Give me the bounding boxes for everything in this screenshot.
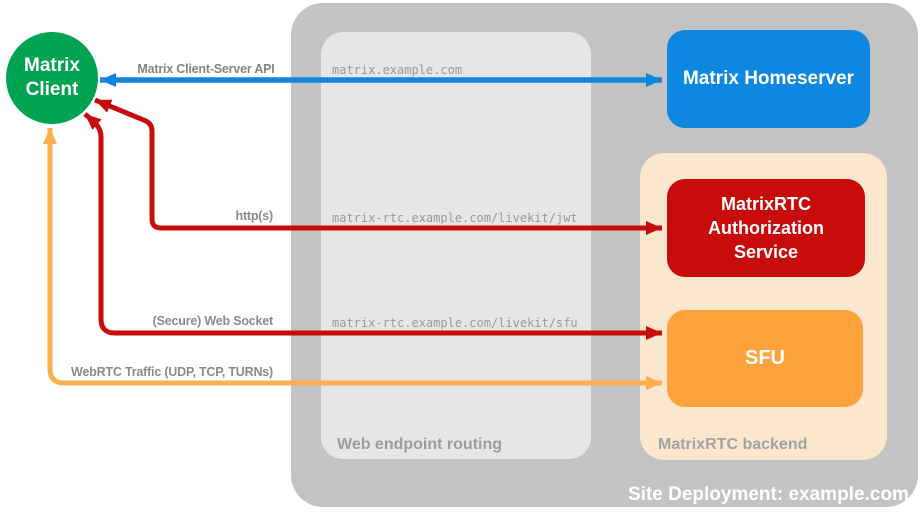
matrixrtc-auth-service-node: MatrixRTC Authorization Service	[667, 179, 865, 277]
route-matrix-example-com: matrix.example.com	[332, 63, 463, 77]
matrix-client-label: Matrix Client	[24, 55, 80, 100]
matrix-client-node: Matrix Client	[6, 32, 98, 124]
matrix-homeserver-label: Matrix Homeserver	[682, 68, 855, 89]
web-endpoint-routing-caption: Web endpoint routing	[337, 436, 503, 453]
arrow-label-web-socket: (Secure) Web Socket	[152, 314, 274, 328]
matrix-homeserver-node: Matrix Homeserver	[667, 30, 870, 128]
arrow-label-https: http(s)	[235, 209, 274, 223]
route-livekit-jwt: matrix-rtc.example.com/livekit/jwt	[332, 211, 578, 225]
route-livekit-sfu: matrix-rtc.example.com/livekit/sfu	[332, 316, 578, 330]
sfu-label: SFU	[745, 347, 785, 369]
arrow-label-webrtc-traffic: WebRTC Traffic (UDP, TCP, TURNs)	[71, 365, 273, 379]
web-endpoint-routing-panel	[321, 32, 591, 459]
sfu-node: SFU	[667, 310, 863, 407]
matrixrtc-backend-caption: MatrixRTC backend	[658, 436, 808, 453]
site-deployment-caption: Site Deployment: example.com	[628, 484, 909, 505]
matrixrtc-auth-service-label: MatrixRTC Authorization Service	[708, 193, 824, 263]
arrow-label-client-server-api: Matrix Client-Server API	[137, 62, 275, 76]
